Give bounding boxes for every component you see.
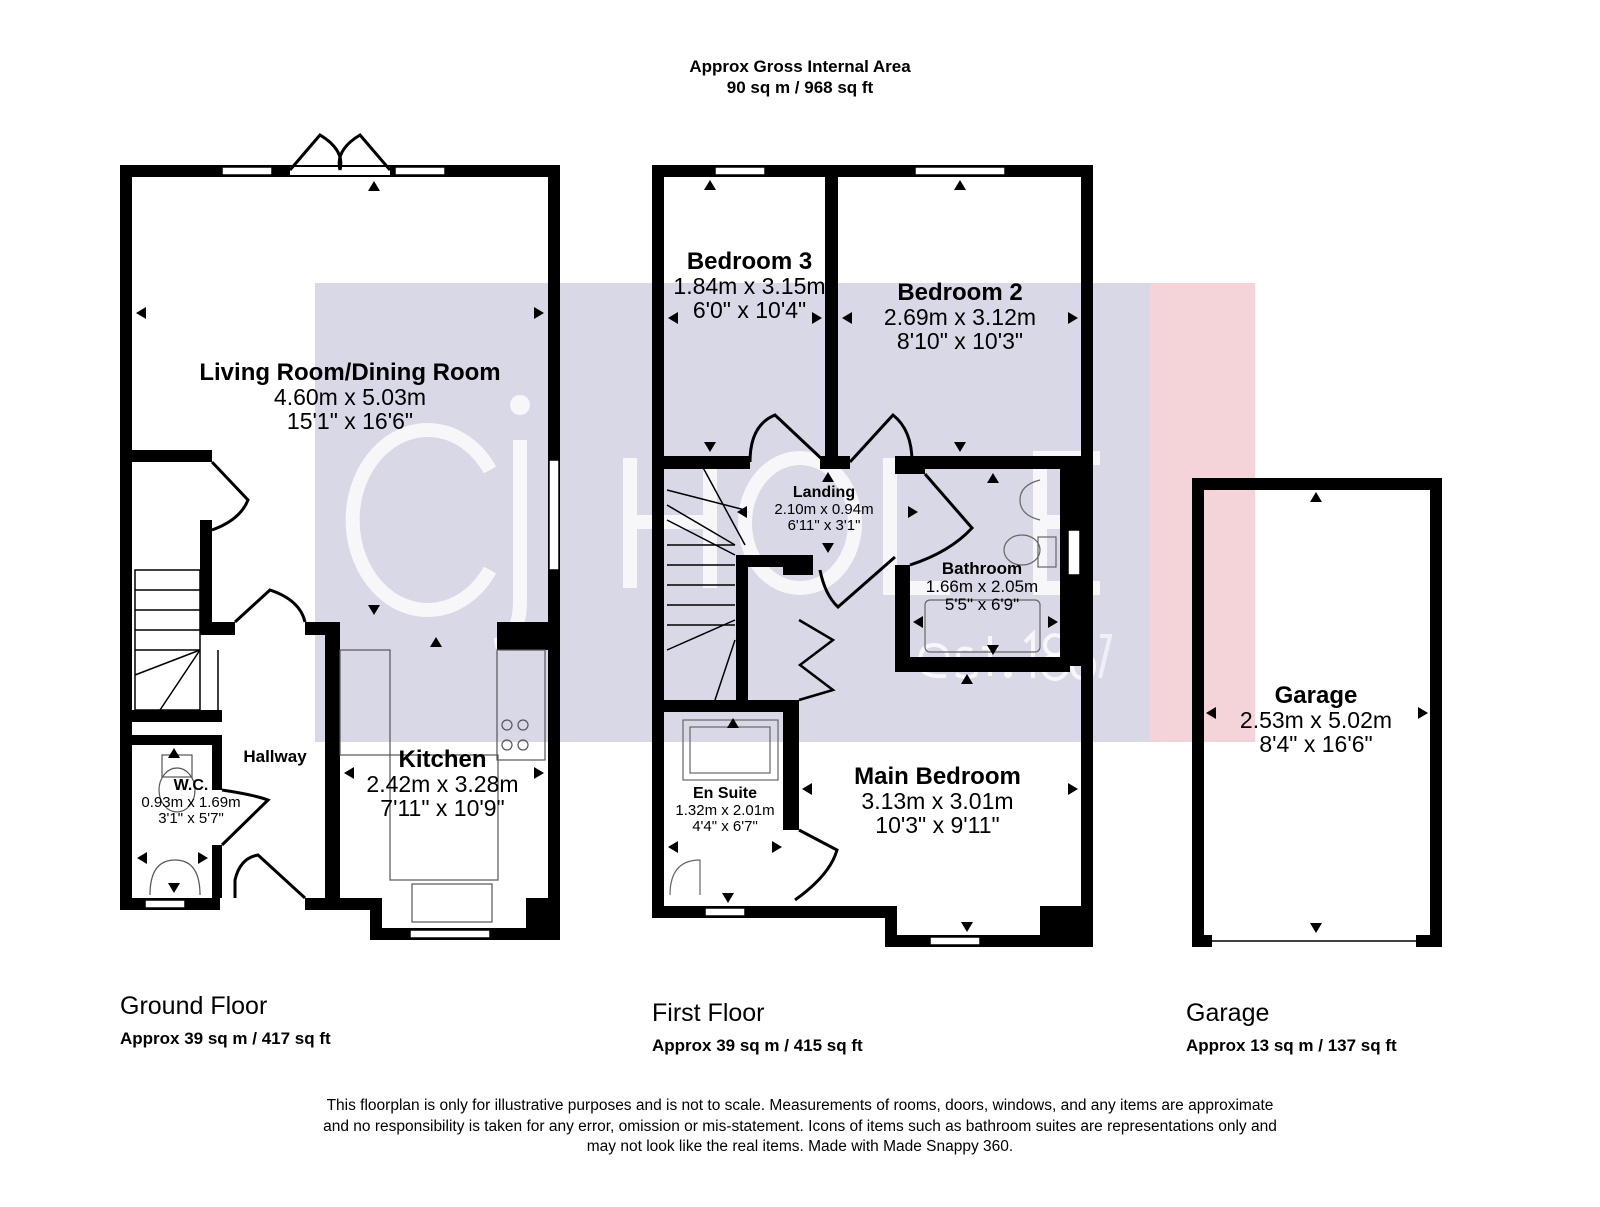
- room-metric: 4.60m x 5.03m: [273, 384, 427, 411]
- room-wc: W.C. 0.93m x 1.69m 3'1" x 5'7": [132, 777, 250, 827]
- room-imperial: 3'1" x 5'7": [158, 809, 224, 827]
- room-name: Garage: [1274, 682, 1358, 709]
- room-garage: Garage 2.53m x 5.02m 8'4" x 16'6": [1220, 682, 1412, 758]
- room-imperial: 6'0" x 10'4": [692, 297, 807, 324]
- room-name: Bedroom 3: [686, 248, 813, 275]
- floor-name: Ground Floor: [120, 992, 268, 1020]
- room-metric: 2.53m x 5.02m: [1239, 707, 1393, 734]
- room-kitchen: Kitchen 2.42m x 3.28m 7'11" x 10'9": [350, 746, 535, 822]
- room-imperial: 8'10" x 10'3": [896, 328, 1024, 355]
- room-name: Landing: [792, 484, 856, 501]
- room-name: W.C.: [173, 777, 209, 794]
- room-imperial: 5'5" x 6'9": [944, 594, 1020, 614]
- kitchen-fittings: [149, 649, 546, 923]
- room-name: Hallway: [243, 747, 307, 766]
- floor-area: Approx 39 sq m / 417 sq ft: [120, 1029, 331, 1048]
- room-name: Main Bedroom: [854, 763, 1021, 790]
- first-floor-doors: [748, 412, 975, 902]
- room-living: Living Room/Dining Room 4.60m x 5.03m 15…: [180, 359, 520, 435]
- floor-caption-garage: Garage Approx 13 sq m / 137 sq ft: [1186, 999, 1397, 1056]
- first-floor-windows: [704, 166, 1081, 946]
- floor-area: Approx 39 sq m / 415 sq ft: [652, 1036, 863, 1055]
- disclaimer: This floorplan is only for illustrative …: [0, 1096, 1600, 1158]
- room-metric: 1.32m x 2.01m: [675, 801, 775, 819]
- room-bathroom: Bathroom 1.66m x 2.05m 5'5" x 6'9": [907, 560, 1057, 614]
- room-name: Living Room/Dining Room: [199, 359, 501, 386]
- disclaimer-line: may not look like the real items. Made w…: [586, 1138, 1014, 1155]
- floor-name: First Floor: [652, 999, 765, 1027]
- room-metric: 2.69m x 3.12m: [883, 304, 1037, 331]
- room-metric: 1.84m x 3.15m: [673, 273, 826, 300]
- room-hallway: Hallway: [230, 748, 320, 766]
- room-name: Bathroom: [941, 559, 1023, 578]
- room-metric: 3.13m x 3.01m: [861, 788, 1014, 815]
- room-imperial: 6'11" x 3'1": [787, 516, 861, 534]
- room-imperial: 4'4" x 6'7": [692, 817, 758, 835]
- room-metric: 2.42m x 3.28m: [366, 771, 519, 798]
- room-imperial: 15'1" x 16'6": [286, 408, 414, 435]
- floor-caption-ground: Ground Floor Approx 39 sq m / 417 sq ft: [120, 992, 331, 1049]
- room-name: Bedroom 2: [897, 279, 1023, 306]
- room-main-bedroom: Main Bedroom 3.13m x 3.01m 10'3" x 9'11": [830, 763, 1045, 839]
- floor-area: Approx 13 sq m / 137 sq ft: [1186, 1036, 1397, 1055]
- disclaimer-line: and no responsibility is taken for any e…: [323, 1117, 1277, 1135]
- staircase-ground: [134, 569, 219, 711]
- room-imperial: 10'3" x 9'11": [875, 812, 1000, 839]
- header-title: Approx Gross Internal Area: [689, 57, 911, 76]
- room-bedroom-3: Bedroom 3 1.84m x 3.15m 6'0" x 10'4": [662, 248, 837, 324]
- staircase-first: [666, 461, 746, 701]
- floor-name: Garage: [1186, 999, 1270, 1027]
- room-metric: 0.93m x 1.69m: [141, 793, 241, 811]
- ground-floor-walls: [120, 165, 560, 940]
- disclaimer-line: This floorplan is only for illustrative …: [326, 1097, 1274, 1114]
- room-landing: Landing 2.10m x 0.94m 6'11" x 3'1": [760, 484, 888, 534]
- room-metric: 1.66m x 2.05m: [925, 576, 1039, 596]
- room-imperial: 8'4" x 16'6": [1259, 731, 1373, 758]
- ground-floor-windows: [144, 166, 560, 939]
- garage-walls: [1192, 478, 1442, 947]
- room-en-suite: En Suite 1.32m x 2.01m 4'4" x 6'7": [665, 785, 785, 835]
- ground-floor-doors: [210, 133, 392, 900]
- header-area: 90 sq m / 968 sq ft: [726, 78, 874, 97]
- room-name: En Suite: [692, 785, 757, 802]
- floor-caption-first: First Floor Approx 39 sq m / 415 sq ft: [652, 999, 863, 1056]
- room-name: Kitchen: [398, 746, 487, 773]
- room-imperial: 7'11" x 10'9": [380, 795, 505, 822]
- dimension-arrows: [136, 180, 1428, 933]
- room-bedroom-2: Bedroom 2 2.69m x 3.12m 8'10" x 10'3": [855, 279, 1065, 355]
- room-metric: 2.10m x 0.94m: [774, 500, 874, 518]
- cj-hole-watermark-logo: [315, 283, 1255, 742]
- gross-area-header: Approx Gross Internal Area 90 sq m / 968…: [0, 56, 1600, 98]
